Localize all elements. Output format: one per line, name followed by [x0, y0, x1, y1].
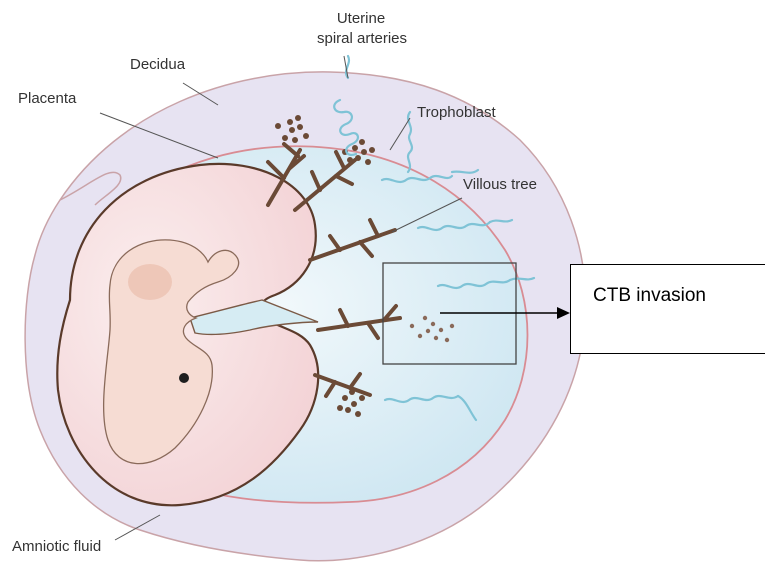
ctb-callout-text: CTB invasion — [593, 285, 706, 307]
amniotic-fluid-label: Amniotic fluid — [12, 538, 101, 556]
villous-tree-label: Villous tree — [463, 176, 537, 194]
embryo-eye — [179, 373, 189, 383]
uterine-label-line2: spiral arteries — [300, 30, 424, 48]
placenta-label: Placenta — [18, 90, 76, 108]
trophoblast-label: Trophoblast — [417, 104, 496, 122]
decidua-label: Decidua — [130, 56, 185, 74]
embryo-head-shading — [128, 264, 172, 300]
uterine-label-line1: Uterine — [326, 10, 396, 28]
ctb-callout-box: CTB invasion — [570, 264, 765, 354]
